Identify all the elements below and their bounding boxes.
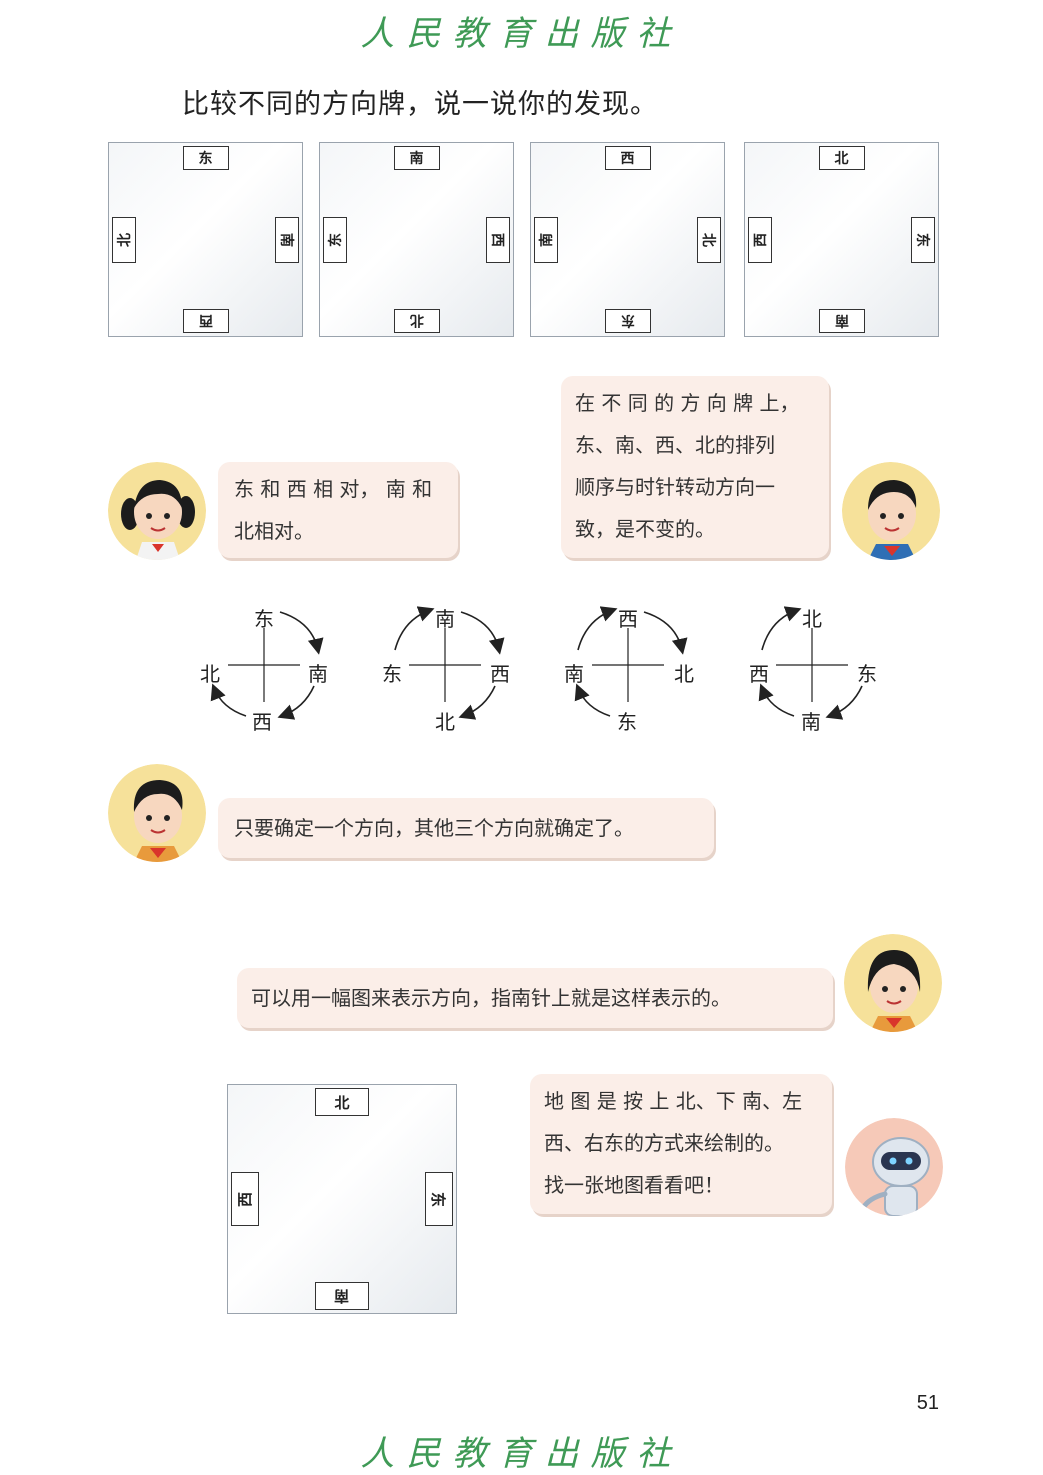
speech-bubble-boy-1: 在 不 同 的 方 向 牌 上， 东、南、西、北的排列 顺序与时针转动方向一 致… xyxy=(561,376,829,558)
speech-bubble-girl-1: 东 和 西 相 对， 南 和 北相对。 xyxy=(218,462,458,558)
speech-bubble-girl-2: 可以用一幅图来表示方向，指南针上就是这样表示的。 xyxy=(237,968,833,1028)
sign-plate-right: 北 xyxy=(697,216,721,263)
sign-plate-top: 西 xyxy=(604,146,651,170)
compass-label: 西 xyxy=(490,662,510,686)
sign-plate-bottom: 北 xyxy=(393,309,440,333)
direction-sign-3: 西 北 东 南 xyxy=(530,142,725,337)
girl-avatar xyxy=(108,462,206,560)
sign-plate-top: 南 xyxy=(393,146,440,170)
sign-plate-left: 东 xyxy=(323,216,347,263)
compass-diagrams: 东 南 西 北 南 西 北 东 西 北 东 南 北 东 南 西 xyxy=(0,590,1043,740)
compass-4 xyxy=(758,606,863,720)
compass-1 xyxy=(210,611,324,720)
sign-plate-left: 南 xyxy=(534,216,558,263)
sign-plate-right: 南 xyxy=(275,216,299,263)
sign-plate-left: 西 xyxy=(231,1172,259,1226)
compass-label: 北 xyxy=(674,662,694,686)
direction-sign-2: 南 西 北 东 xyxy=(319,142,514,337)
speech-bubble-boy-2: 只要确定一个方向，其他三个方向就确定了。 xyxy=(218,798,714,858)
compass-label: 南 xyxy=(308,662,328,686)
sign-plate-right: 西 xyxy=(486,216,510,263)
publisher-watermark-top: 人民教育出版社 xyxy=(360,14,683,54)
compass-label: 北 xyxy=(435,710,455,734)
sign-plate-right: 东 xyxy=(425,1172,453,1226)
sign-plate-top: 北 xyxy=(315,1088,369,1116)
compass-3 xyxy=(574,606,688,717)
sign-plate-right: 东 xyxy=(911,216,935,263)
compass-2 xyxy=(394,606,505,720)
sign-plate-bottom: 南 xyxy=(315,1282,369,1310)
speech-bubble-robot: 地 图 是 按 上 北、下 南、左 西、右东的方式来绘制的。 找一张地图看看吧！ xyxy=(530,1074,832,1214)
question-text: 比较不同的方向牌，说一说你的发现。 xyxy=(182,89,658,120)
sign-plate-bottom: 东 xyxy=(604,309,651,333)
compass-label: 北 xyxy=(200,662,220,686)
compass-label: 南 xyxy=(564,662,584,686)
compass-label: 西 xyxy=(252,710,272,734)
sign-plate-top: 东 xyxy=(182,146,229,170)
compass-label: 东 xyxy=(857,662,877,686)
compass-label: 西 xyxy=(749,662,769,686)
robot-avatar xyxy=(845,1118,943,1216)
compass-label: 南 xyxy=(435,607,455,631)
sign-plate-left: 北 xyxy=(112,216,136,263)
direction-sign-1: 东 南 西 北 xyxy=(108,142,303,337)
compass-label: 东 xyxy=(382,662,402,686)
sign-plate-left: 西 xyxy=(748,216,772,263)
sign-plate-top: 北 xyxy=(818,146,865,170)
direction-sign-4: 北 东 南 西 xyxy=(744,142,939,337)
page-number: 51 xyxy=(916,1392,939,1414)
publisher-watermark-bottom: 人民教育出版社 xyxy=(360,1434,683,1474)
compass-label: 东 xyxy=(254,607,274,631)
sign-plate-bottom: 南 xyxy=(818,309,865,333)
map-direction-sign: 北 东 南 西 xyxy=(227,1084,457,1314)
compass-label: 南 xyxy=(801,710,821,734)
girl-avatar-2 xyxy=(844,934,942,1032)
compass-label: 北 xyxy=(802,607,822,631)
boy-avatar xyxy=(842,462,940,560)
compass-label: 东 xyxy=(617,710,637,734)
sign-plate-bottom: 西 xyxy=(182,309,229,333)
compass-label: 西 xyxy=(618,607,638,631)
boy-avatar-2 xyxy=(108,764,206,862)
